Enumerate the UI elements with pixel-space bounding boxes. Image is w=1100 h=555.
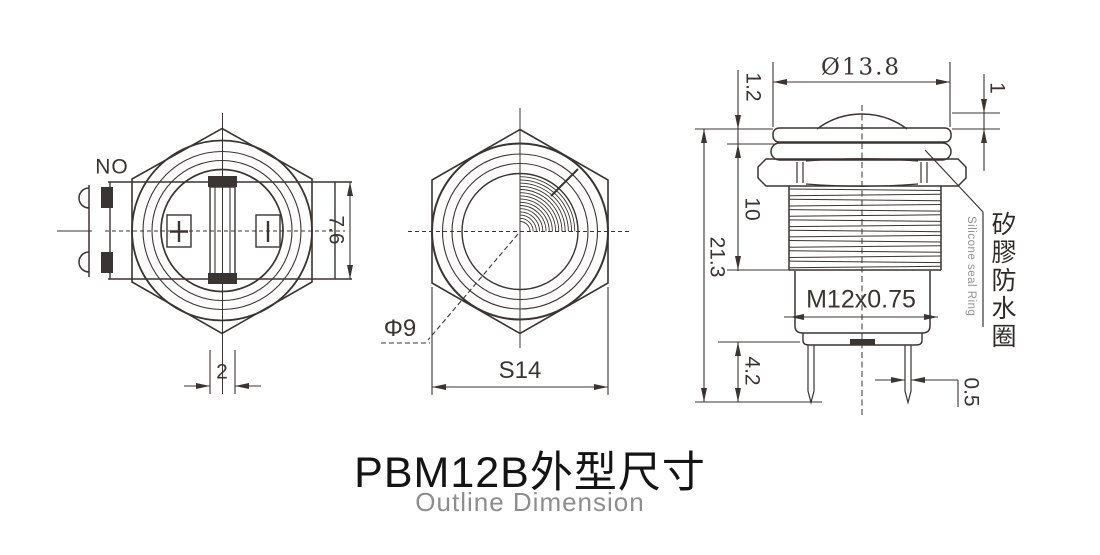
no-terminal-label: NO [95, 155, 129, 179]
seal-ring [770, 142, 952, 161]
dim-thread-length-label: 10 [740, 197, 764, 221]
dim-cap-diameter-label: Ø13.8 [820, 54, 902, 81]
side-view [695, 62, 1000, 418]
seal-ring-label-zh: 矽膠防水圈 [988, 211, 1016, 351]
bottom-view [57, 113, 353, 394]
pin-right [904, 345, 912, 405]
drawing-subtitle: Outline Dimension [415, 487, 645, 517]
pin-left [807, 345, 815, 405]
seal-ring-label-en: Silicone seal Ring [965, 216, 977, 317]
thread-lines [788, 188, 942, 269]
drawing-title: PBM12B外型尺寸 [354, 449, 706, 497]
dim-total-height-label: 21.3 [705, 236, 729, 278]
dim-cap-thickness-label: 1.2 [741, 72, 765, 102]
dim-pin-diameter-label: 0.5 [959, 377, 983, 407]
dim-dome-height-label: 1 [985, 82, 1009, 94]
dim-slot-width-label: 2 [216, 360, 228, 384]
dim-hole-diameter-label: Φ9 [383, 315, 417, 342]
internal-thread-arcs [519, 176, 576, 232]
dim-base-height-label: 7.6 [324, 215, 348, 245]
dome [816, 113, 908, 130]
dim-pin-length-label: 4.2 [740, 356, 764, 386]
front-view [381, 108, 632, 395]
thread-spec-label: M12x0.75 [806, 285, 916, 314]
dim-across-flats-label: S14 [498, 357, 542, 384]
